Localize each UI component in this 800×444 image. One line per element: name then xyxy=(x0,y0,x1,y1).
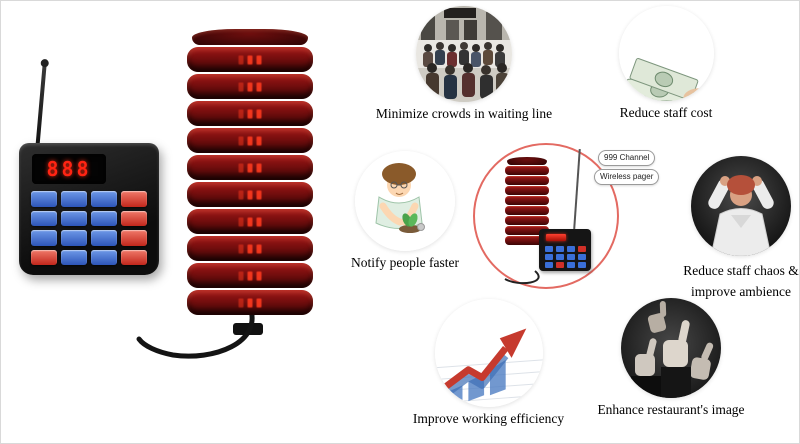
keypad-key xyxy=(61,191,87,207)
coaster-pager xyxy=(187,263,313,288)
feature-crowds: Minimize crowds in waiting line xyxy=(369,6,559,122)
keypad-key xyxy=(91,249,117,265)
feature-cost: Reduce staff cost xyxy=(576,6,756,121)
pager-led xyxy=(247,217,253,226)
channel-bubble-text: 999 Channel xyxy=(604,153,650,162)
led-display: 888 xyxy=(32,154,106,184)
mini-coaster xyxy=(505,166,549,175)
pager-led xyxy=(247,55,253,64)
mini-coaster xyxy=(505,176,549,185)
mini-led-display xyxy=(546,234,566,241)
keypad-key xyxy=(31,210,57,226)
money-art xyxy=(618,6,714,101)
pager-tower xyxy=(187,29,313,329)
pager-led xyxy=(247,298,253,307)
chaos-image xyxy=(691,156,791,256)
mini-transmitter xyxy=(539,229,591,271)
pager-led xyxy=(247,82,253,91)
keypad-key xyxy=(91,210,117,226)
pager-led xyxy=(247,163,253,172)
feature-chaos: Reduce staff chaos & improve ambience xyxy=(656,156,799,302)
mini-keypad-keys xyxy=(545,246,553,252)
keypad-key xyxy=(61,230,87,246)
boy-image xyxy=(355,151,455,251)
mini-tower-lid xyxy=(507,157,547,165)
coaster-pager xyxy=(187,47,313,72)
keypad-key xyxy=(121,210,147,226)
keypad-key xyxy=(31,191,57,207)
coaster-pager xyxy=(187,182,313,207)
chart-image xyxy=(434,299,543,407)
transmitter-body: 888 xyxy=(19,143,159,275)
chart-art xyxy=(434,299,543,407)
pager-led xyxy=(247,109,253,118)
antenna xyxy=(35,62,47,150)
feature-caption: Enhance restaurant's image xyxy=(597,402,745,417)
mini-coaster xyxy=(505,196,549,205)
keypad-key xyxy=(121,249,147,265)
pager-led xyxy=(247,271,253,280)
feature-efficiency: Improve working efficiency xyxy=(396,299,581,427)
coaster-pager xyxy=(187,74,313,99)
mini-power-cord xyxy=(504,270,540,285)
keypad-key xyxy=(31,230,57,246)
coaster-pager xyxy=(187,128,313,153)
coaster-pager xyxy=(187,236,313,261)
center-product-circle xyxy=(473,143,619,289)
mini-coaster xyxy=(505,186,549,195)
crowd-image xyxy=(416,6,512,102)
feature-caption: Reduce staff cost xyxy=(619,105,713,120)
mini-coaster xyxy=(505,226,549,235)
mini-pager-tower xyxy=(505,157,549,245)
feature-caption: Notify people faster xyxy=(351,255,459,270)
thumbs-image xyxy=(621,298,721,398)
keypad-key xyxy=(61,210,87,226)
money-image xyxy=(618,6,714,101)
pager-led xyxy=(247,136,253,145)
pager-led xyxy=(247,244,253,253)
keypad-key xyxy=(91,191,117,207)
keypad-key xyxy=(31,249,57,265)
feature-caption: Minimize crowds in waiting line xyxy=(375,106,553,121)
coaster-pager xyxy=(187,155,313,180)
caption-line-2: improve ambience xyxy=(690,284,792,299)
keypad-grid xyxy=(31,191,147,265)
feature-image: Enhance restaurant's image xyxy=(586,298,756,418)
mini-coaster xyxy=(505,216,549,225)
keypad-key xyxy=(91,230,117,246)
power-cord xyxy=(136,304,255,359)
caption-line-1: Reduce staff chaos & xyxy=(683,263,799,278)
tower-lid xyxy=(192,29,308,45)
boy-art xyxy=(355,151,455,251)
thumbs-art xyxy=(621,298,721,398)
chaos-art xyxy=(691,156,791,256)
coaster-pager xyxy=(187,101,313,126)
coaster-pager xyxy=(187,209,313,234)
channel-bubble: 999 Channel xyxy=(598,150,656,166)
wireless-bubble: Wireless pager xyxy=(594,169,660,185)
feature-caption: Improve working efficiency xyxy=(412,411,565,426)
crowd-art xyxy=(416,6,512,102)
mini-coaster xyxy=(505,236,549,245)
transmitter-keypad: 888 xyxy=(19,62,159,275)
led-digits: 888 xyxy=(46,157,92,181)
pager-led xyxy=(247,190,253,199)
wireless-bubble-text: Wireless pager xyxy=(600,172,654,181)
keypad-key xyxy=(61,249,87,265)
mini-coaster xyxy=(505,206,549,215)
feature-caption: Reduce staff chaos & improve ambience xyxy=(656,260,799,302)
coaster-pager xyxy=(187,290,313,315)
keypad-key xyxy=(121,230,147,246)
feature-notify: Notify people faster xyxy=(315,151,495,271)
keypad-key xyxy=(121,191,147,207)
